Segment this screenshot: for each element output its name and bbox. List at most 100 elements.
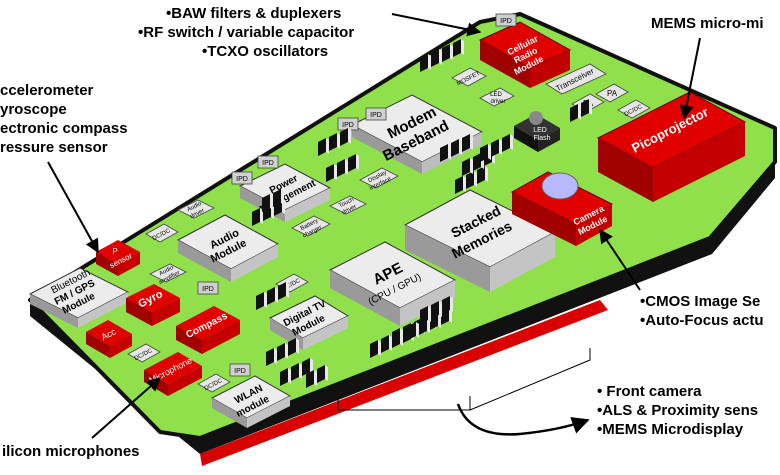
callout-mems-micromirror: MEMS micro-mi (651, 14, 764, 33)
smd-component (440, 144, 448, 162)
smd-component-face (459, 139, 462, 155)
smd-component-face (337, 133, 340, 149)
smd-component-face (274, 348, 277, 364)
pa-label-2: PA (607, 89, 618, 98)
smd-component-face (310, 358, 313, 374)
smd-component (317, 365, 325, 383)
callout-mems-text: MEMS micro-mi (651, 15, 764, 32)
smd-component-face (416, 322, 419, 338)
smd-component (502, 134, 510, 152)
smd-component (273, 189, 281, 207)
arrow-mems (679, 37, 701, 120)
led-driver-label-2: driver (490, 99, 505, 105)
dcdc-chip-audio: DC/DC (145, 223, 179, 243)
ipd-chip-2: IPD (365, 107, 387, 121)
smd-component-face (470, 158, 473, 174)
smd-component (291, 363, 299, 381)
smd-component (267, 287, 275, 305)
smd-component (348, 154, 356, 172)
smd-component (256, 292, 264, 310)
smd-component (420, 54, 428, 72)
callout-als: •ALS & Proximity sens (597, 402, 759, 419)
callout-tcxo: •TCXO oscillators (202, 43, 329, 60)
ipd-chip-1: IPD (495, 13, 517, 27)
smd-component (381, 335, 389, 353)
callout-pressure: ressure sensor (0, 139, 108, 156)
smd-component-face (428, 306, 431, 322)
pa-chip-2: PA (595, 83, 629, 103)
compass-sensor: Compass (176, 306, 240, 354)
camera-lens (541, 172, 579, 200)
callout-microphones-text: ilicon microphones (2, 443, 140, 460)
arrow-sensors (47, 161, 99, 254)
led-driver-label-1: LED (490, 92, 502, 98)
led-flash: LED Flash (514, 111, 560, 152)
smd-component (408, 322, 416, 340)
smd-component (570, 104, 578, 122)
smd-component-face (488, 144, 491, 160)
ipd-label-3: IPD (342, 122, 354, 129)
acc-sensor: Acc (86, 320, 132, 358)
smd-component (278, 282, 286, 300)
smd-component-face (356, 154, 359, 170)
callout-cmos-sensor: •CMOS Image Se (640, 293, 761, 310)
smd-component-face (450, 296, 453, 312)
smd-component-face (427, 317, 430, 333)
gyro-sensor: Gyro (126, 284, 180, 326)
smd-component (318, 138, 326, 156)
led-lens (529, 111, 543, 125)
digital-tv-module: Digital TV Module (268, 295, 350, 350)
ipd-label-5: IPD (236, 176, 248, 183)
ipd-chip-6: IPD (197, 281, 219, 295)
smd-component-face (449, 307, 452, 323)
smd-component-face (578, 104, 581, 120)
smd-component (277, 343, 285, 361)
dcdc-chip-wlan: DC/DC (197, 373, 231, 393)
smd-component-face (439, 49, 442, 65)
smd-component (581, 99, 589, 117)
smd-component-face (450, 44, 453, 60)
smd-component-face (281, 189, 284, 205)
smd-component-face (334, 164, 337, 180)
smd-component-face (510, 134, 513, 150)
callout-rf-switch: •RF switch / variable capacitor (138, 24, 355, 41)
smd-component-face (400, 328, 403, 344)
smd-component-face (270, 194, 273, 210)
callout-autofocus: •Auto-Focus actu (640, 312, 764, 329)
smd-component-face (260, 208, 263, 224)
ipd-label-4: IPD (262, 160, 274, 167)
smd-component-face (499, 139, 502, 155)
smd-component-face (326, 138, 329, 154)
smd-component-face (325, 365, 328, 381)
smd-component-face (285, 343, 288, 359)
arrow-front-camera (456, 403, 590, 436)
smd-component-face (275, 287, 278, 303)
ipd-label-6: IPD (202, 286, 214, 293)
smd-component-face (314, 370, 317, 386)
smd-component (477, 166, 485, 184)
smd-component-face (378, 340, 381, 356)
ipd-label-7: IPD (234, 368, 246, 375)
smd-component-face (286, 282, 289, 298)
smd-component (370, 340, 378, 358)
arrow-cmos (599, 228, 641, 291)
smd-component (462, 158, 470, 176)
p-sensor: P sensor (96, 240, 140, 276)
smd-component (280, 368, 288, 386)
ipd-chip-4: IPD (257, 155, 279, 169)
p-sensor-label-1: P (112, 247, 117, 256)
smd-component (491, 139, 499, 157)
cellular-radio-module: Cellular Radio Module (478, 21, 572, 88)
board-red-edge (200, 300, 608, 466)
smd-component-face (448, 144, 451, 160)
smd-component (252, 208, 260, 226)
callout-microdisplay: •MEMS Microdisplay (597, 421, 744, 438)
ape-chip: APE (CPU / GPU) (328, 241, 457, 326)
smd-component (466, 171, 474, 189)
audio-module: Audio Module (176, 214, 280, 282)
smd-component-face (264, 292, 267, 308)
smd-component-face (439, 301, 442, 317)
smd-component-face (389, 335, 392, 351)
stacked-memories: Stacked Memories (403, 189, 557, 292)
smd-component (306, 370, 314, 388)
